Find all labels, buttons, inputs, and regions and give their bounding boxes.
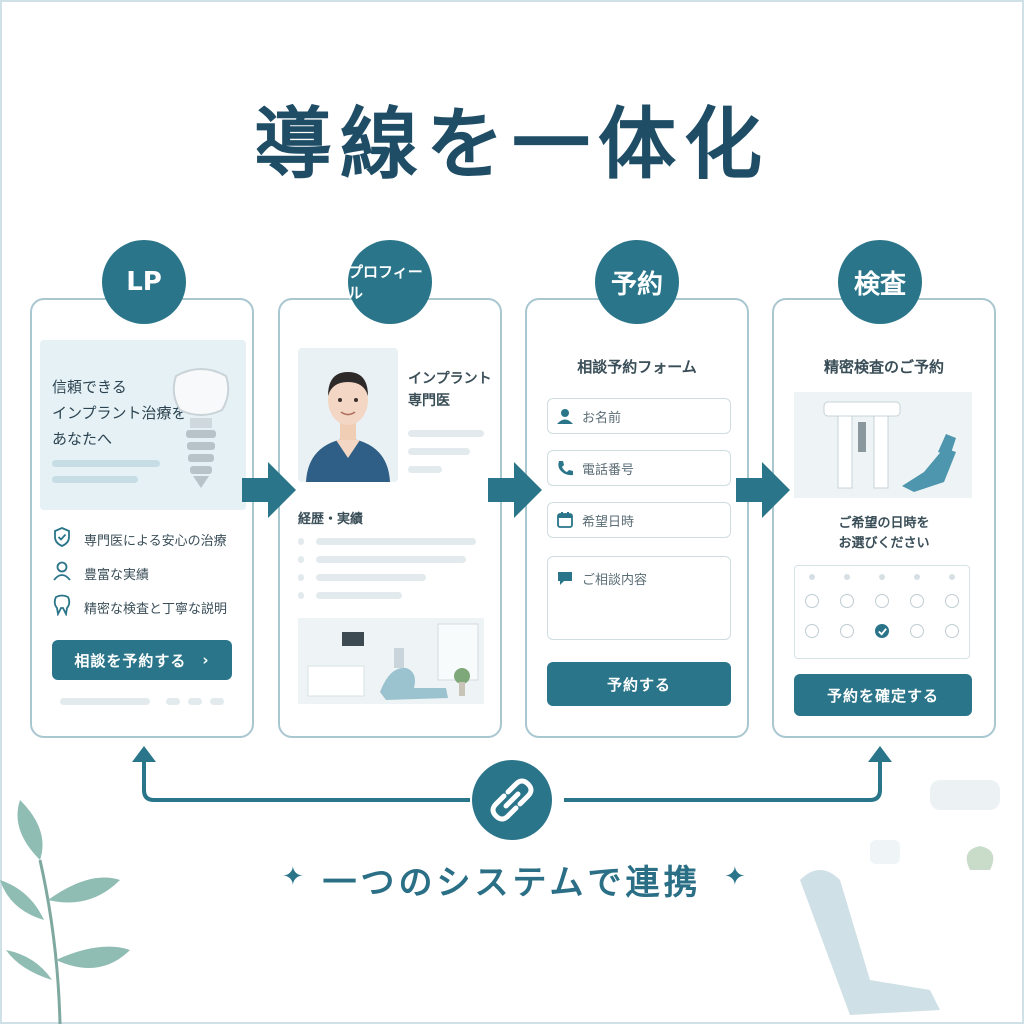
feature-3: 精密な検査と丁寧な説明 [84, 598, 227, 617]
reserve-button[interactable]: 予約する [547, 662, 731, 706]
calendar-header-dot [844, 574, 850, 580]
placeholder-dot [188, 698, 202, 705]
badge-profile: プロフィール [348, 240, 432, 324]
calendar-slot[interactable] [805, 624, 819, 638]
subtitle: 一つのシステムで連携 [0, 855, 1024, 904]
page-title: 導線を一体化 [0, 82, 1024, 194]
phone-icon [556, 459, 574, 477]
date-prompt: ご希望の日時を お選びください [774, 514, 994, 554]
career-label: 経歴・実績 [298, 508, 363, 527]
calendar-slot[interactable] [840, 594, 854, 608]
calendar-slot[interactable] [840, 624, 854, 638]
name-field[interactable]: お名前 [547, 398, 731, 434]
placeholder-line [60, 698, 150, 705]
feature-2: 豊富な実績 [84, 564, 149, 583]
exam-heading: 精密検査のご予約 [774, 356, 994, 377]
card-exam: 精密検査のご予約 ご希望の日時を お選びください 予約を確定する [772, 298, 996, 738]
hero-text: 信頼できる インプラント治療を あなたへ [52, 374, 187, 452]
arrow-right-icon [736, 460, 792, 520]
placeholder-line [408, 430, 484, 437]
placeholder-line [316, 574, 426, 581]
badge-reserve: 予約 [595, 240, 679, 324]
calendar-icon [556, 511, 574, 529]
calendar-header-dot [914, 574, 920, 580]
form-title: 相談予約フォーム [527, 356, 747, 377]
badge-exam: 検査 [838, 240, 922, 324]
feature-1: 専門医による安心の治療 [84, 530, 227, 549]
calendar-slot[interactable] [910, 594, 924, 608]
plant-decoration [0, 800, 160, 1024]
bullet [298, 556, 304, 563]
link-icon [470, 758, 554, 842]
doctor-role: インプラント 専門医 [408, 368, 492, 412]
placeholder-line [316, 556, 466, 563]
calendar-slot[interactable] [910, 624, 924, 638]
calendar-header-dot [879, 574, 885, 580]
calendar-slot[interactable] [945, 594, 959, 608]
sparkle-icon: ✦ [724, 862, 746, 892]
placeholder-line [52, 476, 138, 483]
chat-icon [556, 569, 574, 587]
calendar-slot[interactable] [945, 624, 959, 638]
calendar-header-dot [949, 574, 955, 580]
consult-button[interactable]: 相談を予約する › [52, 640, 232, 680]
placeholder-line [52, 460, 160, 467]
confirm-button[interactable]: 予約を確定する [794, 674, 972, 716]
placeholder-line [408, 466, 442, 473]
chevron-right-icon: › [202, 651, 209, 669]
calendar-slot[interactable] [875, 594, 889, 608]
card-lp: 信頼できる インプラント治療を あなたへ 専門医による安心の治療 豊富な実績 精… [30, 298, 254, 738]
phone-field[interactable]: 電話番号 [547, 450, 731, 486]
placeholder-dot [210, 698, 224, 705]
bullet [298, 574, 304, 581]
card-reserve: 相談予約フォーム お名前 電話番号 希望日時 ご相談内容 予約する [525, 298, 749, 738]
tooth-icon [52, 594, 72, 616]
implant-icon [168, 364, 234, 492]
card-profile: インプラント 専門医 経歴・実績 [278, 298, 502, 738]
clinic-photo [298, 618, 484, 704]
placeholder-line [408, 448, 470, 455]
check-icon [877, 626, 888, 637]
calendar-slot-selected[interactable] [875, 624, 889, 638]
badge-lp: LP [102, 240, 186, 324]
arrow-right-icon [242, 460, 298, 520]
consult-content-field[interactable]: ご相談内容 [547, 556, 731, 640]
placeholder-line [316, 592, 402, 599]
placeholder-dot [166, 698, 180, 705]
shield-check-icon [52, 526, 72, 548]
bullet [298, 592, 304, 599]
bullet [298, 538, 304, 545]
calendar-header-dot [809, 574, 815, 580]
person-icon [52, 560, 72, 582]
person-icon [556, 407, 574, 425]
doctor-avatar [298, 348, 398, 482]
arrow-right-icon [488, 460, 544, 520]
calendar-slot[interactable] [805, 594, 819, 608]
calendar-grid [794, 565, 970, 659]
datetime-field[interactable]: 希望日時 [547, 502, 731, 538]
placeholder-line [316, 538, 476, 545]
ct-scanner-image [794, 392, 972, 498]
